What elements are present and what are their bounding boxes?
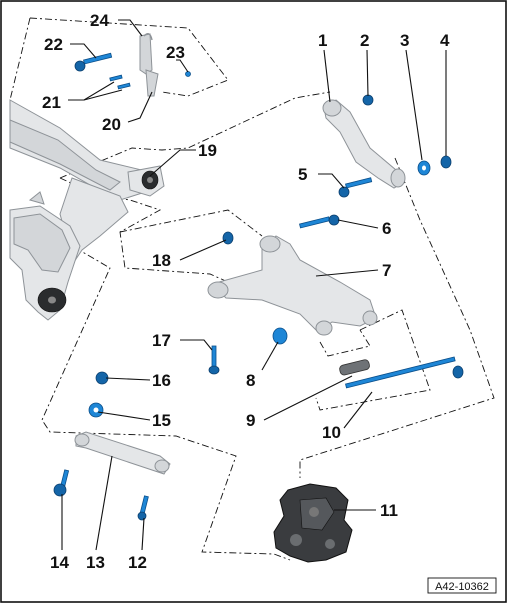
- callout-7: 7: [382, 261, 391, 280]
- figure-reference-box: A42-10362: [427, 577, 497, 594]
- fasteners: [53, 52, 464, 521]
- callout-12: 12: [128, 553, 147, 572]
- callout-16: 16: [152, 371, 171, 390]
- callout-2: 2: [360, 31, 369, 50]
- callout-15: 15: [152, 411, 171, 430]
- callout-11: 11: [380, 501, 398, 520]
- callout-18: 18: [152, 251, 171, 270]
- callout-10: 10: [322, 423, 341, 442]
- callout-23: 23: [166, 43, 185, 62]
- callout-6: 6: [382, 219, 391, 238]
- callout-14: 14: [50, 553, 69, 572]
- callout-20: 20: [102, 115, 121, 134]
- callout-5: 5: [298, 165, 307, 184]
- callout-24: 24: [90, 11, 109, 30]
- callout-1: 1: [318, 31, 327, 50]
- callout-4: 4: [440, 31, 450, 50]
- callout-13: 13: [86, 553, 105, 572]
- part-sensor-bracket: [139, 33, 159, 97]
- part-upper-control-arm: [322, 99, 406, 189]
- subframe: [9, 99, 165, 321]
- part-wheel-bearing-housing: [273, 483, 353, 563]
- part-lower-control-arm: [207, 235, 378, 336]
- callout-17: 17: [152, 331, 171, 350]
- callout-22: 22: [44, 35, 63, 54]
- callout-21: 21: [42, 93, 61, 112]
- callout-8: 8: [246, 371, 255, 390]
- figure-reference-code: A42-10362: [435, 581, 489, 593]
- callout-3: 3: [400, 31, 409, 50]
- callout-9: 9: [246, 411, 255, 430]
- leader-lines: [61, 19, 447, 551]
- part-track-control-link: [74, 431, 171, 475]
- callout-19: 19: [198, 141, 217, 160]
- callout-labels: 1 2 3 4 5 6 7 8 9 10 11 12 13 14 15 16 1…: [42, 11, 450, 572]
